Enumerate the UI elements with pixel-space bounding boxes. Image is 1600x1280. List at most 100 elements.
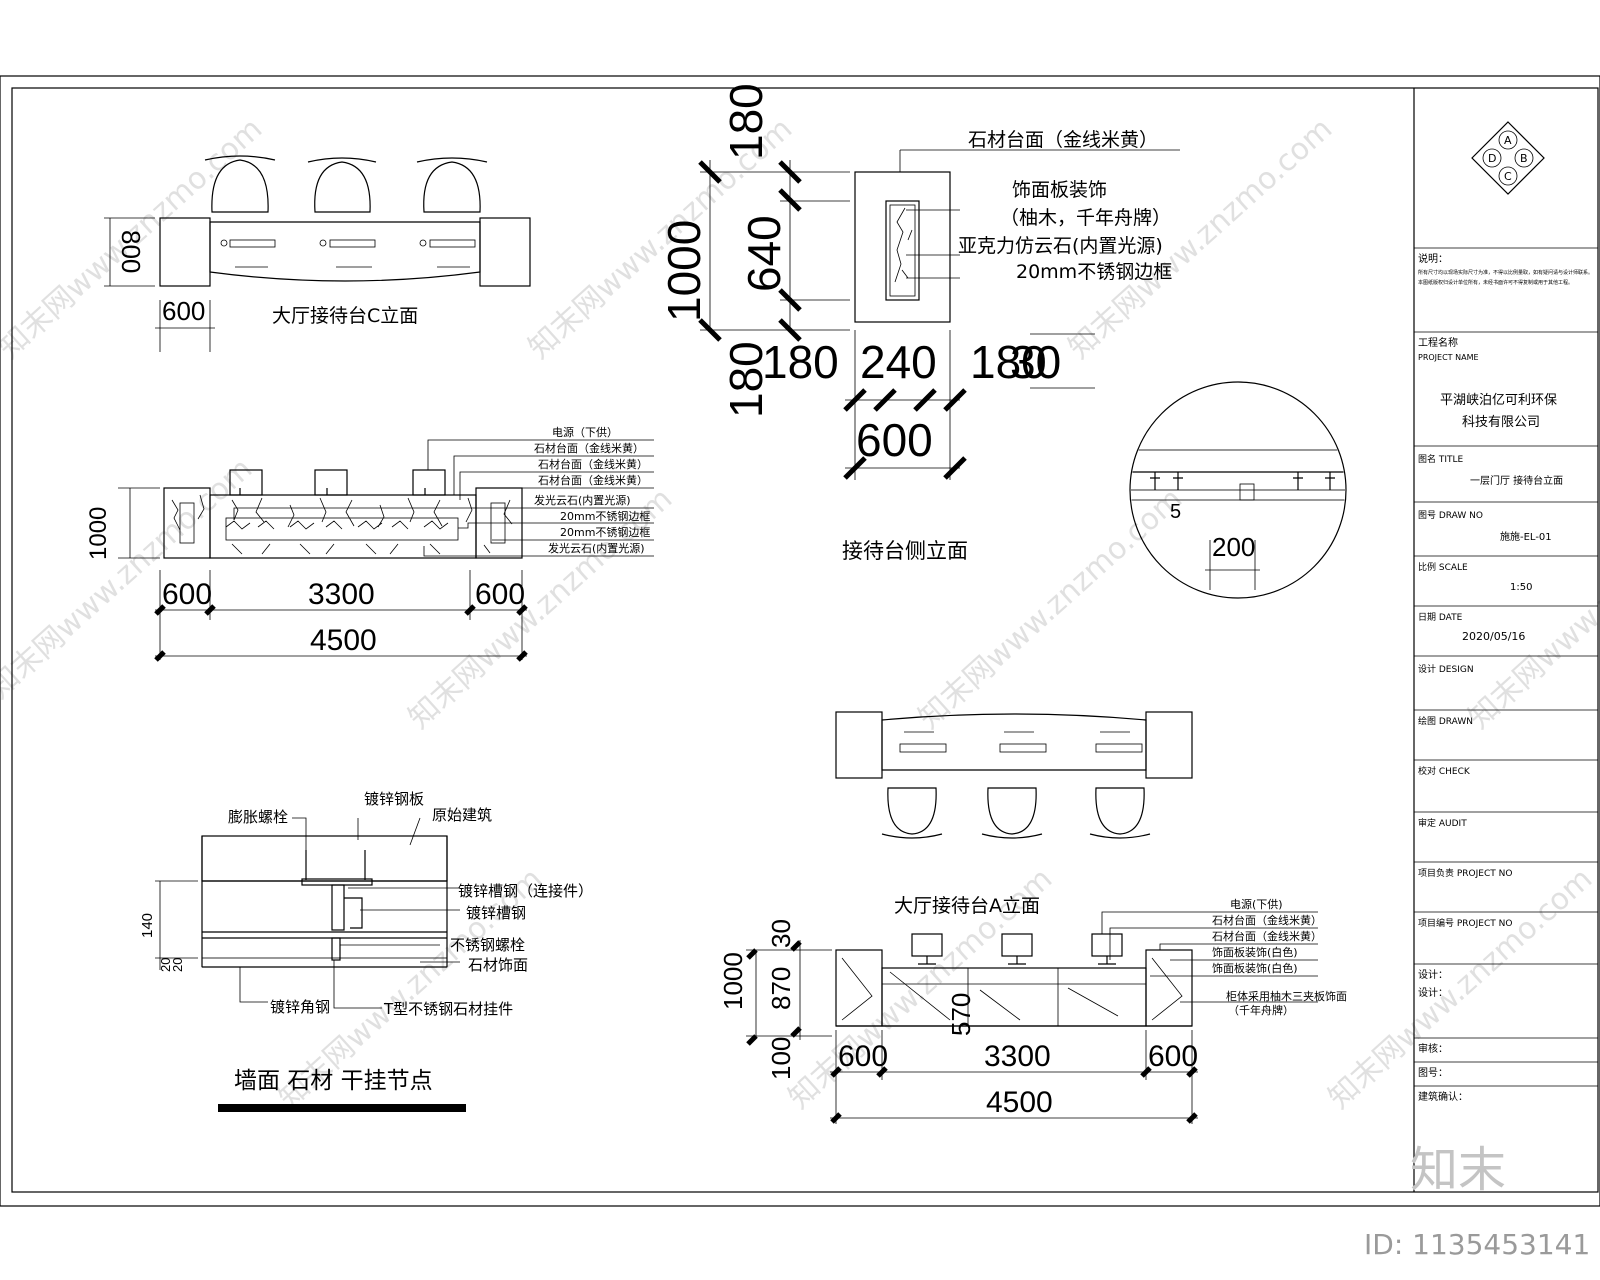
side-title: 接待台侧立面 (842, 539, 968, 563)
field-label: 绘图 DRAWN (1418, 715, 1473, 727)
dim-v: 570 (946, 993, 976, 1036)
field-label: 工程名称 (1418, 336, 1458, 349)
cabinet-right (479, 217, 531, 287)
note-label: 石材台面（金线米黄） (1212, 929, 1322, 943)
detail-dim-small: 5 (1170, 501, 1181, 523)
dim-v: 1000 (658, 220, 710, 322)
elevation-c-title: 大厅接待台C立面 (272, 305, 418, 327)
field-label: 比例 SCALE (1418, 561, 1468, 573)
node-label: 镀锌钢板 (364, 790, 424, 808)
firm-logo: A D B C (1471, 121, 1545, 195)
note-label: 石材台面（金线米黄） (538, 473, 648, 487)
svg-text:D: D (1488, 152, 1496, 165)
svg-text:A: A (1504, 134, 1512, 147)
dim-total: 4500 (310, 624, 377, 657)
note-label: 20mm不锈钢边框 (560, 526, 650, 539)
node-dim: 20 (158, 958, 173, 972)
field-label: 校对 CHECK (1418, 765, 1471, 777)
elevation-b: 电源（下供） 石材台面（金线米黄） 石材台面（金线米黄） 石材台面（金线米黄） … (85, 425, 654, 662)
dim-middle: 3300 (308, 578, 375, 611)
side-label: 饰面板装饰 (1012, 179, 1107, 201)
node-label: 石材饰面 (468, 956, 528, 974)
dim-v: 870 (766, 967, 796, 1010)
field-label: 审核： (1418, 1042, 1448, 1055)
node-label: 膨胀螺栓 (228, 808, 288, 826)
field-value: 2020/05/16 (1462, 630, 1525, 643)
dim-right: 600 (475, 578, 525, 611)
note-label: 电源(下供) (1230, 897, 1283, 911)
dim-width: 600 (162, 296, 205, 326)
field-label: 设计： (1418, 968, 1448, 981)
elevation-a-title: 大厅接待台A立面 (894, 895, 1040, 917)
field-value: 施施-EL-01 (1500, 530, 1552, 543)
field-label: 日期 DATE (1418, 612, 1463, 623)
dim-right: 600 (1148, 1040, 1198, 1073)
dim-v: 180 (720, 341, 772, 418)
field-label: 建筑确认： (1418, 1090, 1468, 1103)
node-label: 镀锌角钢 (270, 998, 330, 1016)
field-label: 图号： (1418, 1067, 1448, 1079)
field-label: 审定 AUDIT (1418, 817, 1467, 829)
field-label: PROJECT NAME (1418, 353, 1479, 362)
inner-frame (11, 87, 1599, 1193)
monitor-icon (220, 239, 476, 268)
note-label: 石材台面（金线米黄） (538, 457, 648, 471)
note-label: 柜体采用柚木三夹板饰面 (1226, 989, 1347, 1003)
desk-front (209, 494, 477, 559)
note-label: 20mm不锈钢边框 (560, 510, 650, 523)
dim-left: 600 (838, 1040, 888, 1073)
dim-v: 100 (766, 1037, 796, 1080)
side-label: 石材台面（金线米黄） (968, 129, 1158, 151)
note-label: 发光云石(内置光源) (534, 493, 631, 507)
dim-v: 30 (766, 919, 796, 948)
dim-h: 180 (970, 336, 1047, 388)
leader-lines (233, 439, 654, 557)
company-name: 科技有限公司 (1462, 415, 1540, 430)
dim-v: 180 (720, 83, 772, 160)
node-label: 原始建筑 (432, 806, 492, 824)
dim-total: 600 (856, 414, 933, 466)
dim-total: 4500 (986, 1086, 1053, 1119)
elevation-b-notes: 电源（下供） 石材台面（金线米黄） 石材台面（金线米黄） 石材台面（金线米黄） … (534, 425, 650, 555)
brand-id: ID: 1135453141 (1364, 1228, 1590, 1261)
field-value: 一层门厅 接待台立面 (1470, 474, 1563, 487)
elevation-a: 大厅接待台A立面 电源(下供) 石材台面（金线米黄） 石材台面（金线米黄） 饰面… (718, 895, 1347, 1124)
desk-body (209, 221, 481, 282)
title-underline (218, 1104, 466, 1112)
detail-dim: 200 (1212, 532, 1255, 562)
node-label: T型不锈钢石材挂件 (383, 1000, 513, 1018)
note-label: 饰面板装饰(白色) (1212, 961, 1298, 975)
outer-frame (0, 75, 1600, 1207)
note-label: 饰面板装饰(白色) (1212, 945, 1298, 959)
note-label: 电源（下供） (552, 425, 618, 439)
dim-h: 240 (860, 336, 937, 388)
side-label: 20mm不锈钢边框 (1016, 261, 1172, 283)
dim-height: 800 (116, 230, 146, 273)
node-dim: 20 (170, 958, 185, 972)
side-elevation: 石材台面（金线米黄） 饰面板装饰 （柚木，千年舟牌） 亚克力仿云石(内置光源) … (658, 83, 1180, 563)
node-label: 镀锌槽钢 (466, 904, 526, 922)
field-label: 图号 DRAW NO (1418, 510, 1483, 521)
elevation-c: 800 600 大厅接待台C立面 (104, 155, 531, 352)
field-label: 设计： (1418, 986, 1448, 999)
watermark-text: 知末网www.znzmo.com (0, 451, 259, 706)
note-label: （千年舟牌） (1228, 1003, 1294, 1017)
notes-line: 所有尺寸均以现场实际尺寸为准，不得以比例量取，如有疑问请与设计师联系。 (1418, 269, 1593, 276)
stone-node: 膨胀螺栓 镀锌钢板 原始建筑 镀锌槽钢（连接件） 镀锌槽钢 不锈钢螺栓 石材饰面… (139, 790, 593, 1112)
dim-middle: 3300 (984, 1040, 1051, 1073)
company-name: 平湖峡泊亿可利环保 (1440, 393, 1557, 408)
notes-line: 本图纸版权归设计单位所有，未经书面许可不得复制或用于其他工程。 (1418, 279, 1573, 286)
brand-logo: 知末 (1410, 1142, 1506, 1198)
node-dim: 140 (139, 913, 156, 938)
node-title: 墙面 石材 干挂节点 (234, 1068, 433, 1094)
side-label: （柚木，千年舟牌） (1000, 207, 1171, 229)
dim-h: 30 (1010, 336, 1061, 388)
side-panel (854, 171, 951, 323)
svg-text:B: B (1520, 152, 1528, 165)
title-block: A D B C 说明： 所有尺寸均以现场实际尺寸为准，不得以比例量取，如有疑问请… (1413, 88, 1598, 1192)
dim-height: 1000 (85, 507, 112, 560)
watermark-text: 知末网www.znzmo.com (912, 481, 1189, 736)
dim-h: 180 (762, 336, 839, 388)
watermark-text: 知末网www.znzmo.com (1322, 861, 1599, 1116)
